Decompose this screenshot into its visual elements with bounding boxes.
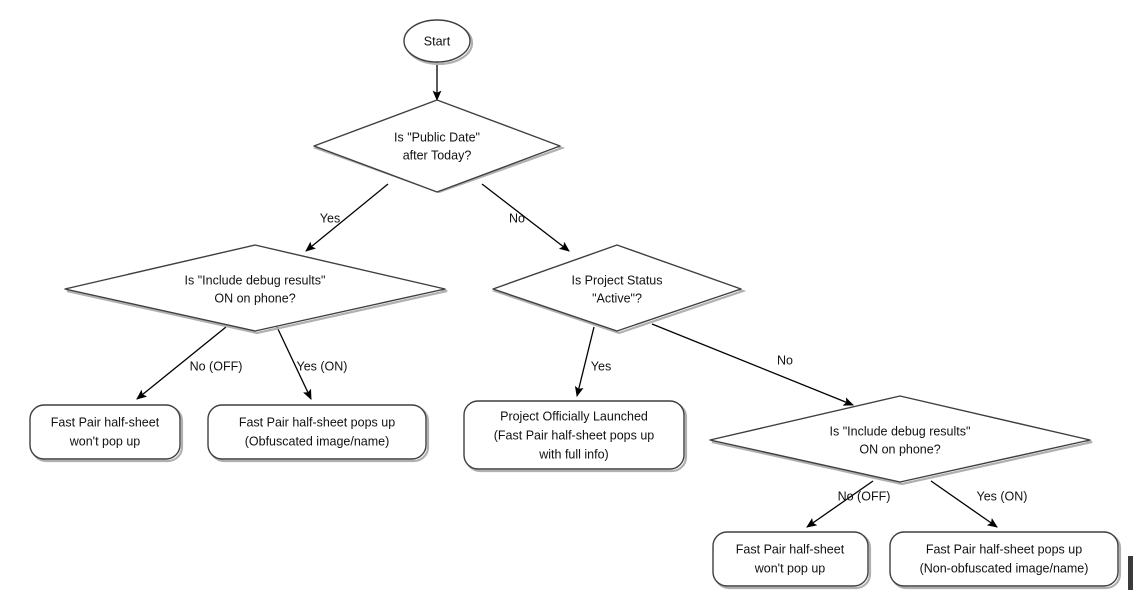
debug-right-label-line-2: ON on phone? xyxy=(859,442,940,456)
right-on-label-line-1: Fast Pair half-sheet pops up xyxy=(926,542,1082,556)
node-start[interactable]: Start xyxy=(403,19,474,66)
project-status-label-line-1: Is Project Status xyxy=(571,273,662,287)
node-terminal-left-off[interactable]: Fast Pair half-sheet won't pop up xyxy=(29,404,184,463)
edge-label-public-date-yes: Yes xyxy=(320,211,340,225)
left-off-label-line-2: won't pop up xyxy=(69,434,141,448)
edge-label-public-date-no: No xyxy=(509,211,525,225)
edge-label-debug-right-no-off: No (OFF) xyxy=(838,489,891,503)
right-on-box-shape xyxy=(889,531,1119,587)
debug-right-label-line-1: Is "Include debug results" xyxy=(830,424,971,438)
edge-public-date-yes xyxy=(305,183,389,252)
edge-label-project-status-no: No xyxy=(777,353,793,367)
start-node-shape xyxy=(403,19,471,63)
node-terminal-right-on[interactable]: Fast Pair half-sheet pops up (Non-obfusc… xyxy=(889,531,1122,590)
edge-label-debug-left-no-off: No (OFF) xyxy=(190,359,243,373)
edge-debug-right-yes-on xyxy=(930,480,998,528)
debug-right-diamond-shape xyxy=(709,395,1091,483)
launched-label-line-3: with full info) xyxy=(538,447,608,461)
public-date-label-line-2: after Today? xyxy=(403,148,472,162)
right-off-label-line-1: Fast Pair half-sheet xyxy=(736,542,845,556)
left-on-label-line-2: (Obfuscated image/name) xyxy=(245,434,390,448)
edge-debug-right-no-off xyxy=(806,480,874,528)
right-off-label-line-2: won't pop up xyxy=(754,561,826,575)
project-status-diamond-shape xyxy=(492,244,742,332)
left-off-box-shape xyxy=(29,404,181,460)
edge-project-status-yes xyxy=(574,326,595,398)
left-on-label-line-1: Fast Pair half-sheet pops up xyxy=(239,415,395,429)
node-terminal-right-off[interactable]: Fast Pair half-sheet won't pop up xyxy=(712,531,872,590)
debug-left-label-line-2: ON on phone? xyxy=(214,291,295,305)
page-edge-marker xyxy=(1128,556,1133,590)
debug-left-label-line-1: Is "Include debug results" xyxy=(185,273,326,287)
left-on-box-shape xyxy=(207,404,427,460)
edges-layer xyxy=(136,62,998,528)
edge-public-date-no xyxy=(481,183,570,252)
node-decision-debug-results-left[interactable]: Is "Include debug results" ON on phone? xyxy=(64,244,448,335)
edge-label-debug-left-yes-on: Yes (ON) xyxy=(297,359,348,373)
node-decision-public-date[interactable]: Is "Public Date" after Today? xyxy=(312,99,566,194)
debug-left-diamond-shape xyxy=(64,244,446,332)
start-node-label: Start xyxy=(424,34,451,48)
public-date-diamond-shape xyxy=(313,99,561,193)
launched-label-line-1: Project Officially Launched xyxy=(500,409,648,423)
node-decision-debug-results-right[interactable]: Is "Include debug results" ON on phone? xyxy=(709,395,1093,486)
node-terminal-left-on[interactable]: Fast Pair half-sheet pops up (Obfuscated… xyxy=(207,404,430,463)
edge-label-project-status-yes: Yes xyxy=(591,359,611,373)
project-status-label-line-2: "Active"? xyxy=(592,291,642,305)
edge-label-debug-right-yes-on: Yes (ON) xyxy=(977,489,1028,503)
left-off-label-line-1: Fast Pair half-sheet xyxy=(51,415,160,429)
public-date-label-line-1: Is "Public Date" xyxy=(394,130,480,144)
launched-label-line-2: (Fast Pair half-sheet pops up xyxy=(494,428,655,442)
edge-debug-left-yes-on xyxy=(276,326,312,400)
edge-debug-left-no-off xyxy=(136,326,227,400)
node-terminal-project-launched[interactable]: Project Officially Launched (Fast Pair h… xyxy=(463,400,688,473)
right-off-box-shape xyxy=(712,531,869,587)
edge-labels-layer: Yes No No (OFF) Yes (ON) Yes No No (OFF)… xyxy=(190,211,1028,503)
edge-project-status-no xyxy=(651,323,854,406)
node-decision-project-status[interactable]: Is Project Status "Active"? xyxy=(491,244,747,335)
launched-box-shape xyxy=(463,400,685,470)
right-on-label-line-2: (Non-obfuscated image/name) xyxy=(920,561,1089,575)
